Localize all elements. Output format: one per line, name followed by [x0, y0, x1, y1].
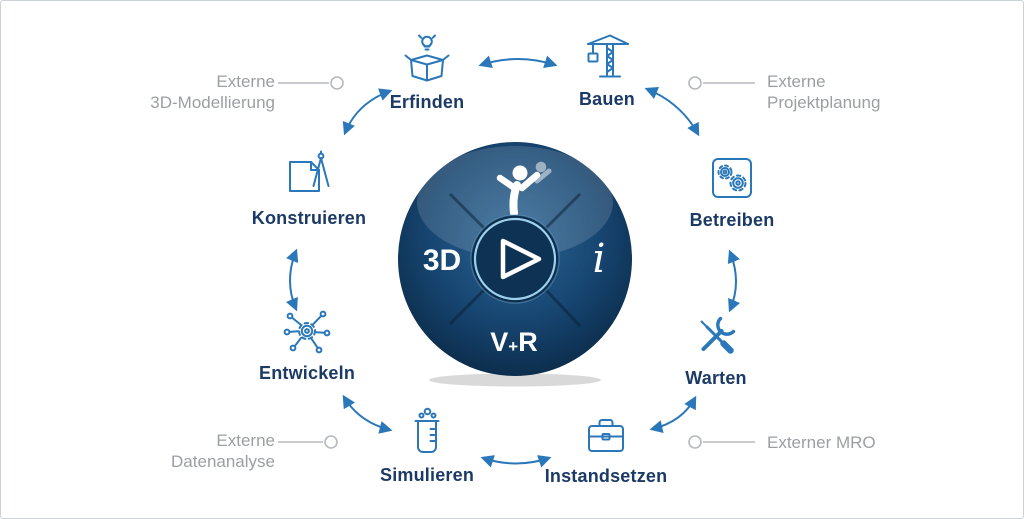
external-projektplanung: Externe Projektplanung	[767, 71, 880, 113]
gears-icon	[712, 158, 752, 198]
sphere-shadow	[429, 373, 601, 387]
briefcase-icon	[588, 419, 624, 452]
external-label-line1: Externe	[767, 72, 826, 91]
stage-instandsetzen: Instandsetzen	[521, 407, 691, 487]
stage-label-simulieren: Simulieren	[379, 465, 475, 485]
compass-3d-label: 3D	[423, 244, 461, 277]
stage-label-erfinden: Erfinden	[389, 92, 465, 112]
stage-erfinden: Erfinden	[342, 33, 512, 113]
network-gear-icon	[283, 310, 331, 354]
external-3d-modellierung: Externe 3D-Modellierung	[150, 71, 275, 113]
stage-bauen: Bauen	[522, 30, 692, 110]
people-icon	[496, 161, 552, 217]
stage-betreiben: Betreiben	[647, 151, 817, 231]
external-label-line1: Externe	[216, 72, 275, 91]
stage-warten: Warten	[631, 309, 801, 389]
stage-label-konstruieren: Konstruieren	[251, 208, 367, 228]
play-button[interactable]	[470, 214, 560, 304]
stage-label-instandsetzen: Instandsetzen	[544, 466, 668, 486]
compass-sphere: 3D i V+R	[398, 142, 632, 387]
external-label-line2: Projektplanung	[767, 93, 881, 112]
compass-i-label: i	[593, 236, 606, 282]
external-datenanalyse: Externe Datenanalyse	[171, 430, 275, 472]
external-label-line1: Externe	[216, 431, 275, 450]
external-mro: Externer MRO	[767, 432, 876, 453]
stage-label-warten: Warten	[685, 368, 747, 388]
compass-vr-label: V+R	[490, 327, 537, 357]
stage-konstruieren: Konstruieren	[224, 149, 394, 229]
stage-label-betreiben: Betreiben	[689, 210, 775, 230]
stage-label-bauen: Bauen	[578, 89, 635, 109]
arrow-entwickeln-konstruieren	[285, 248, 299, 312]
beaker-icon	[414, 407, 440, 453]
compass-logo: 3D i V+R	[396, 140, 634, 388]
external-label-line2: Datenanalyse	[171, 452, 275, 471]
arrow-betreiben-warten	[727, 249, 741, 313]
external-label-line2: 3D-Modellierung	[150, 93, 275, 112]
crane-icon	[587, 34, 629, 78]
stage-entwickeln: Entwickeln	[222, 304, 392, 384]
play-icon	[500, 238, 542, 280]
tools-icon	[700, 316, 736, 354]
external-label-line1: Externer MRO	[767, 433, 876, 452]
stage-simulieren: Simulieren	[342, 406, 512, 486]
drafting-compass-icon	[289, 150, 330, 192]
quadrant-dividers	[448, 192, 582, 328]
lightbulb-box-icon	[404, 34, 450, 82]
stage-label-entwickeln: Entwickeln	[258, 363, 356, 383]
